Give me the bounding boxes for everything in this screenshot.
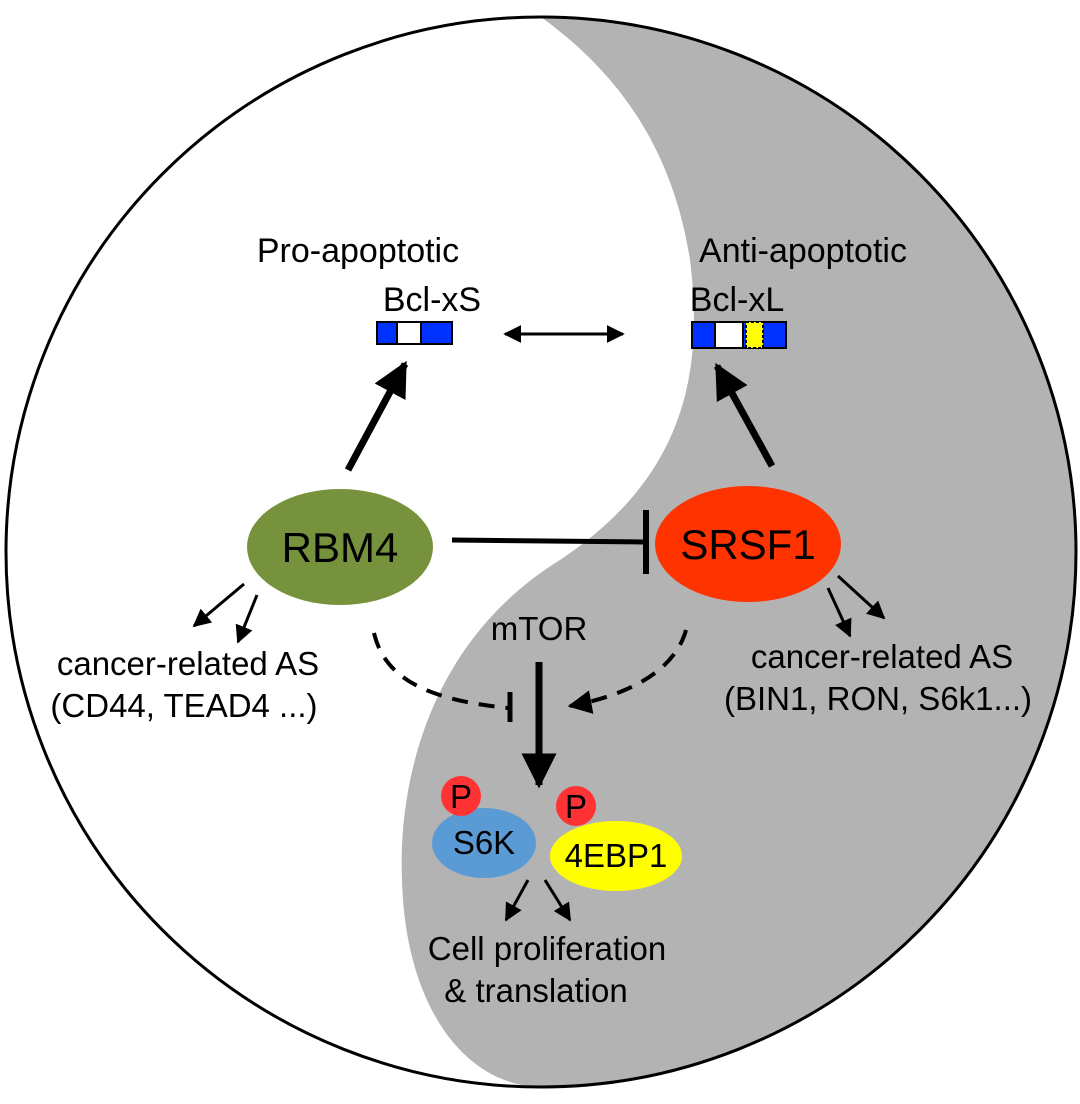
outer-circle <box>4 15 1078 1089</box>
bcl-xl-label: Bcl-xL <box>690 281 784 319</box>
s6k-phospho-badge <box>441 776 481 816</box>
outcome-line1: Cell proliferation <box>428 930 666 967</box>
rbm4-label: RBM4 <box>282 524 399 571</box>
pro-apoptotic-label: Pro-apoptotic <box>257 232 459 270</box>
rbm4-node <box>247 489 433 605</box>
srsf1-as-arrow-1 <box>826 587 852 638</box>
cancer-as-right-line1: cancer-related AS <box>751 638 1013 675</box>
bcl-xs-exon-bar <box>376 321 453 345</box>
bcl-xs-label: Bcl-xS <box>383 281 481 319</box>
outcome-line2: & translation <box>444 972 627 1009</box>
4ebp1-phospho-badge <box>556 786 596 826</box>
outcome-arrow-2 <box>543 879 572 922</box>
bcl-xl-exon-bar <box>691 321 787 349</box>
cancer-as-right-line2: (BIN1, RON, S6k1...) <box>724 680 1032 717</box>
s6k-node <box>432 808 536 878</box>
srsf1-label: SRSF1 <box>680 521 815 568</box>
mtor-label: mTOR <box>491 610 588 647</box>
rbm4-as-arrow-1 <box>192 582 245 628</box>
4ebp1-label: 4EBP1 <box>565 837 668 874</box>
cancer-as-left-line1: cancer-related AS <box>57 645 319 682</box>
srsf1-as-arrow-2 <box>836 574 886 620</box>
outcome-arrow-1 <box>504 879 530 922</box>
cancer-as-left-line2: (CD44, TEAD4 ...) <box>50 687 317 724</box>
s6k-phospho-label: P <box>450 778 472 815</box>
s6k-label: S6K <box>453 824 515 861</box>
4ebp1-phospho-label: P <box>565 788 587 825</box>
srsf1-to-bcl-xl-arrow <box>713 362 776 468</box>
rbm4-as-arrow-2 <box>235 594 259 644</box>
anti-apoptotic-label: Anti-apoptotic <box>699 232 907 270</box>
rbm4-inhibits-srsf1 <box>451 510 649 574</box>
4ebp1-node <box>550 821 682 891</box>
srsf1-dashed-activation <box>567 629 688 714</box>
rbm4-dashed-inhibition <box>372 632 513 722</box>
rbm4-to-bcl-xs-arrow <box>344 360 409 472</box>
srsf1-node <box>655 486 841 602</box>
